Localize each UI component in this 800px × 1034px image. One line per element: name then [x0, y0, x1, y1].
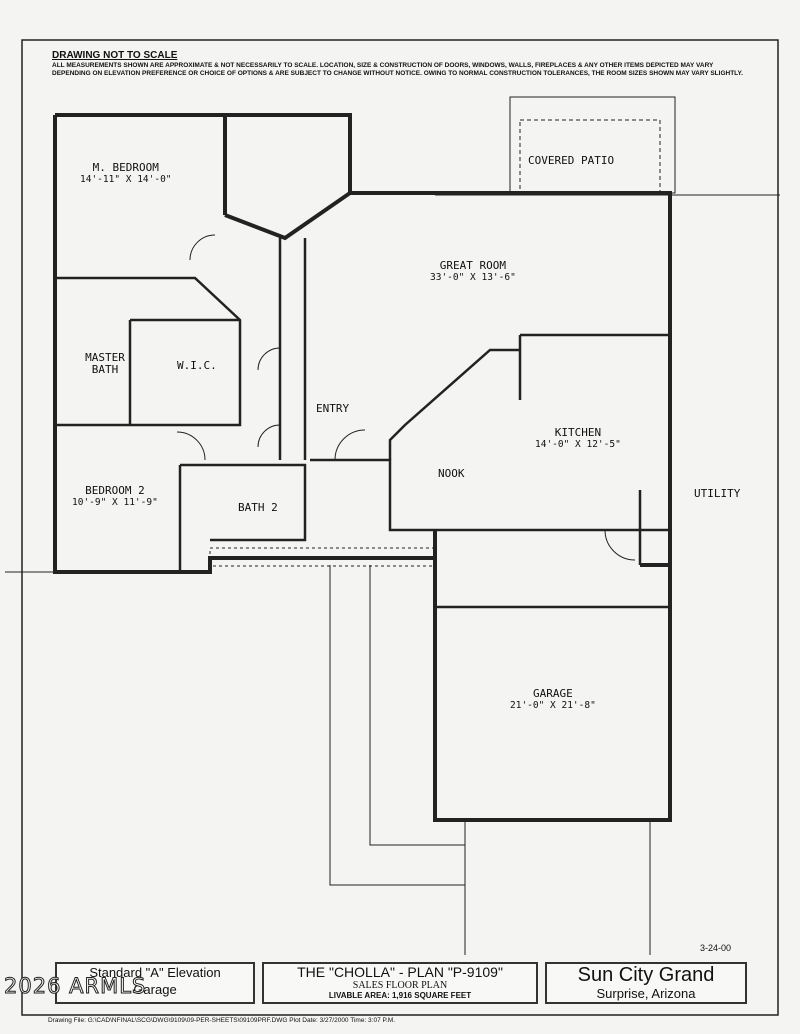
room-dims: 21'-0" X 21'-8"	[510, 700, 596, 711]
room-name: BEDROOM 2	[85, 484, 145, 497]
room-name: M. BEDROOM	[92, 161, 159, 174]
room-dims: 14'-0" X 12'-5"	[535, 439, 621, 450]
room-name: COVERED PATIO	[528, 154, 615, 167]
garage-label: Garage	[133, 982, 177, 997]
doors	[176, 234, 636, 561]
elevation-label: Standard "A" Elevation	[89, 965, 221, 980]
room-utility: UTILITY	[694, 488, 740, 500]
room-name: GREAT ROOM	[439, 259, 507, 272]
watermark: 2026 ARMLS	[3, 974, 147, 999]
interior-walls	[55, 238, 670, 609]
room-name: GARAGE	[533, 687, 573, 700]
community-location: Surprise, Arizona	[596, 986, 696, 1001]
room-bath-2: BATH 2	[238, 502, 278, 514]
elevation-box: Standard "A" Elevation Garage	[55, 962, 255, 1004]
community-box: Sun City Grand Surprise, Arizona	[545, 962, 747, 1004]
room-covered-patio: COVERED PATIO	[528, 155, 614, 167]
plan-name: THE "CHOLLA" - PLAN "P-9109"	[297, 964, 503, 980]
plan-type: SALES FLOOR PLAN	[352, 980, 448, 991]
room-name: BATH 2	[238, 501, 278, 514]
livable-area: LIVABLE AREA: 1,916 SQUARE FEET	[328, 991, 472, 1000]
room-name: ENTRY	[316, 402, 350, 415]
room-name: UTILITY	[694, 487, 741, 500]
room-entry: ENTRY	[316, 403, 349, 415]
room-wic: W.I.C.	[177, 360, 217, 372]
drawing-file-footer: Drawing File: G:\CAD\NFINAL\SCG\DWG\9109…	[48, 1017, 396, 1024]
room-dims: 10'-9" X 11'-9"	[72, 497, 158, 508]
room-name: W.I.C.	[177, 359, 217, 372]
room-dims: 14'-11" X 14'-0"	[80, 174, 172, 185]
room-master-bath: MASTER BATH	[80, 352, 130, 376]
plan-title-box: THE "CHOLLA" - PLAN "P-9109" SALES FLOOR…	[262, 962, 538, 1004]
room-dims: 33'-0" X 13'-6"	[430, 272, 516, 283]
drawing-date: 3-24-00	[700, 943, 732, 953]
room-name: MASTER BATH	[85, 351, 125, 376]
community-name: Sun City Grand	[577, 964, 715, 986]
disclaimer-note: All measurements shown are approximate &…	[52, 62, 743, 77]
sheet-border	[21, 39, 779, 1016]
room-name: NOOK	[438, 467, 465, 480]
patio-and-walks	[5, 96, 780, 955]
room-nook: NOOK	[438, 468, 465, 480]
exterior-walls	[53, 113, 672, 822]
disclaimer-title: DRAWING NOT TO SCALE	[52, 50, 178, 61]
room-name: KITCHEN	[554, 426, 602, 439]
